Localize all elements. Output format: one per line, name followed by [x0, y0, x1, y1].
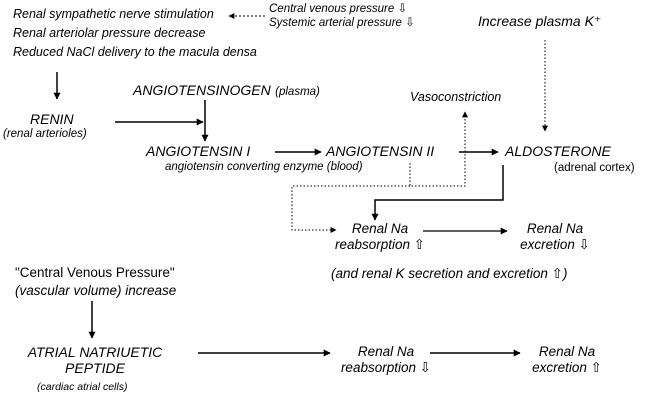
- aldosterone-site: (adrenal cortex): [554, 162, 635, 174]
- aldosterone-label: ALDOSTERONE: [505, 143, 611, 159]
- angiotensinogen-label: ANGIOTENSINOGEN: [133, 82, 271, 98]
- arterial-pressure-note: Systemic arterial pressure ⇩: [269, 17, 415, 29]
- anp-name-line2: PEPTIDE: [65, 360, 125, 377]
- plasma-k-label: Increase plasma K⁺: [478, 13, 602, 29]
- anp-name: ATRIAL NATRIUETIC PEPTIDE: [5, 344, 185, 376]
- renin-site: (renal arterioles): [3, 128, 87, 140]
- stimulus-arteriolar-pressure: Renal arteriolar pressure decrease: [13, 26, 206, 40]
- angiotensin-1-label: ANGIOTENSIN I: [146, 143, 251, 159]
- raas-na-excretion: Renal Na excretion ⇩: [510, 221, 600, 252]
- ace-label: angiotensin converting enzyme (blood): [165, 161, 363, 173]
- arrow-angiotensin-2-to-na-reabsorption: [291, 185, 410, 233]
- k-secretion-note: (and renal K secretion and excretion ⇧): [331, 266, 568, 281]
- arrow-angiotensin-2-to-vasoconstriction: [409, 111, 468, 187]
- anp-na-excretion: Renal Na excretion ⇧: [522, 344, 612, 375]
- stimulus-sympathetic: Renal sympathetic nerve stimulation: [13, 7, 214, 21]
- anp-name-line1: ATRIAL NATRIUETIC: [27, 344, 163, 360]
- angiotensinogen-group: ANGIOTENSINOGEN (plasma): [133, 82, 320, 100]
- raas-na-reabsorption-line2: reabsorption ⇧: [335, 236, 426, 252]
- vasoconstriction-label: Vasoconstriction: [410, 90, 502, 104]
- raas-na-reabsorption-line1: Renal Na: [351, 221, 409, 236]
- angiotensin-2-label: ANGIOTENSIN II: [326, 143, 435, 159]
- raas-na-reabsorption: Renal Na reabsorption ⇧: [335, 221, 425, 252]
- anp-na-reabsorption-line2: reabsorption ⇩: [340, 359, 432, 375]
- anp-site: (cardiac atrial cells): [37, 381, 128, 393]
- anp-na-reabsorption: Renal Na reabsorption ⇩: [336, 344, 436, 375]
- raas-na-excretion-line1: Renal Na: [526, 221, 584, 236]
- venous-pressure-note: Central venous pressure ⇩: [269, 3, 408, 15]
- anp-trigger-line2: (vascular volume) increase: [15, 283, 177, 298]
- stimulus-macula-densa: Reduced NaCl delivery to the macula dens…: [13, 45, 257, 59]
- anp-na-excretion-line1: Renal Na: [538, 344, 596, 359]
- angiotensinogen-site: (plasma): [275, 86, 320, 98]
- anp-na-excretion-line2: excretion ⇧: [532, 359, 602, 375]
- anp-trigger-line1: "Central Venous Pressure": [15, 265, 175, 280]
- renin-label: RENIN: [30, 111, 74, 127]
- arrow-aldosterone-to-na-reabsorption: [371, 165, 504, 221]
- anp-na-reabsorption-line1: Renal Na: [357, 344, 415, 359]
- raas-na-excretion-line2: excretion ⇩: [520, 236, 590, 252]
